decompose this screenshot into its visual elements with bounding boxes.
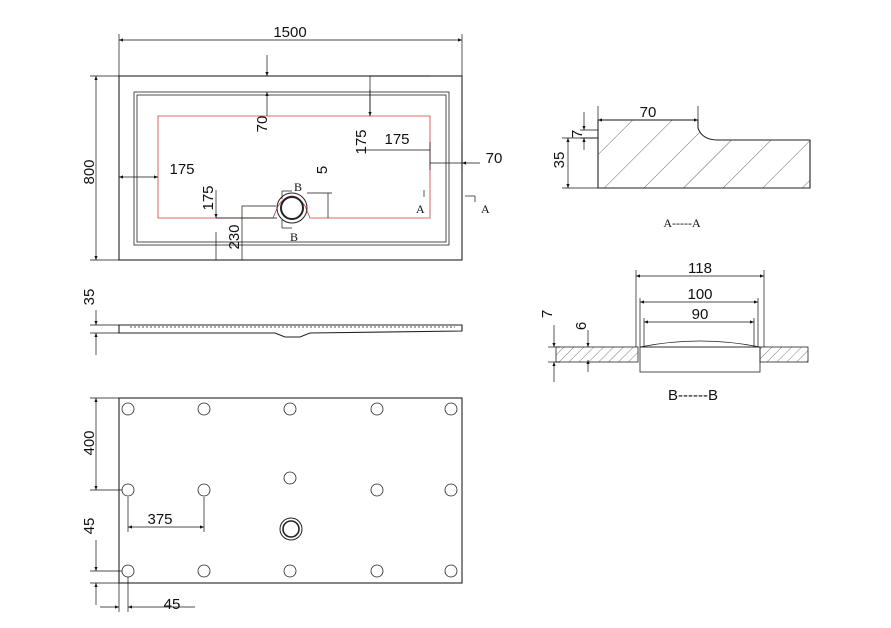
section-b-drain-body (639, 346, 761, 373)
tray-rim-outer (133, 91, 450, 246)
dim-bottom-375: 375 (147, 511, 172, 528)
dim-left-175: 175 (169, 161, 194, 178)
dim-inner-side-175: 175 (384, 131, 409, 148)
section-b-slab-right (759, 346, 809, 363)
section-a-dim-35: 35 (551, 152, 568, 169)
section-a-dim-7: 7 (569, 130, 586, 138)
section-b-caption: B------B (668, 387, 718, 404)
drain-bottom-outer (279, 517, 303, 541)
section-b-bottom-label: B (290, 230, 298, 244)
support-foot (444, 402, 458, 416)
dim-height-800: 800 (81, 159, 98, 184)
support-foot (444, 483, 458, 497)
support-foot (197, 564, 211, 578)
dim-drain-gap-5: 5 (314, 166, 331, 174)
drain-bottom-inner (282, 520, 300, 538)
support-foot (370, 402, 384, 416)
dim-inner-top-175: 175 (353, 129, 370, 154)
support-foot (283, 564, 297, 578)
support-foot (121, 564, 135, 578)
section-a-a: 70 7 35 A-----A (551, 104, 811, 230)
support-foot (283, 471, 297, 485)
support-foot (197, 483, 211, 497)
dim-bottom-45-horizontal: 45 (164, 596, 181, 613)
support-feet (121, 402, 458, 578)
dim-drain-bottom-230: 230 (226, 224, 243, 249)
dim-drain-y-175: 175 (200, 185, 217, 210)
support-foot (370, 564, 384, 578)
section-a-left-label: A (416, 202, 425, 216)
support-foot (370, 483, 384, 497)
section-a-right-label: A (481, 202, 490, 216)
section-b-dim-7: 7 (539, 310, 556, 318)
support-foot (197, 402, 211, 416)
dim-border-top-70: 70 (254, 116, 271, 133)
section-b-b: 118 100 90 7 6 B------B (539, 260, 809, 404)
drain-inner (280, 196, 304, 220)
section-b-dim-100: 100 (687, 286, 712, 303)
section-b-slab-left (555, 346, 639, 363)
support-foot (121, 402, 135, 416)
section-a-caption: A-----A (663, 216, 701, 230)
tray-profile (118, 324, 463, 338)
dim-bottom-400: 400 (81, 430, 98, 455)
support-foot (121, 483, 135, 497)
tray-bottom-outline (118, 397, 463, 584)
side-view: 35 (81, 289, 463, 355)
dim-side-height-35: 35 (81, 289, 98, 306)
section-b-dim-6: 6 (573, 322, 590, 330)
section-a-dim-70: 70 (640, 104, 657, 121)
section-b-top-label: B (294, 180, 302, 194)
support-foot (444, 564, 458, 578)
bottom-view: 400 45 375 45 (81, 397, 463, 613)
support-foot (283, 402, 297, 416)
section-b-dim-118: 118 (688, 260, 712, 277)
section-b-dim-90: 90 (692, 306, 709, 323)
dim-bottom-45-vertical: 45 (81, 518, 98, 535)
tray-rim-inner (136, 94, 447, 243)
dim-border-right-70: 70 (486, 150, 503, 167)
top-view: 1500 800 70 175 175 70 175 5 B (81, 24, 503, 261)
drain-outer (276, 192, 308, 224)
dim-width-1500: 1500 (273, 24, 306, 41)
section-a-profile (597, 119, 811, 189)
